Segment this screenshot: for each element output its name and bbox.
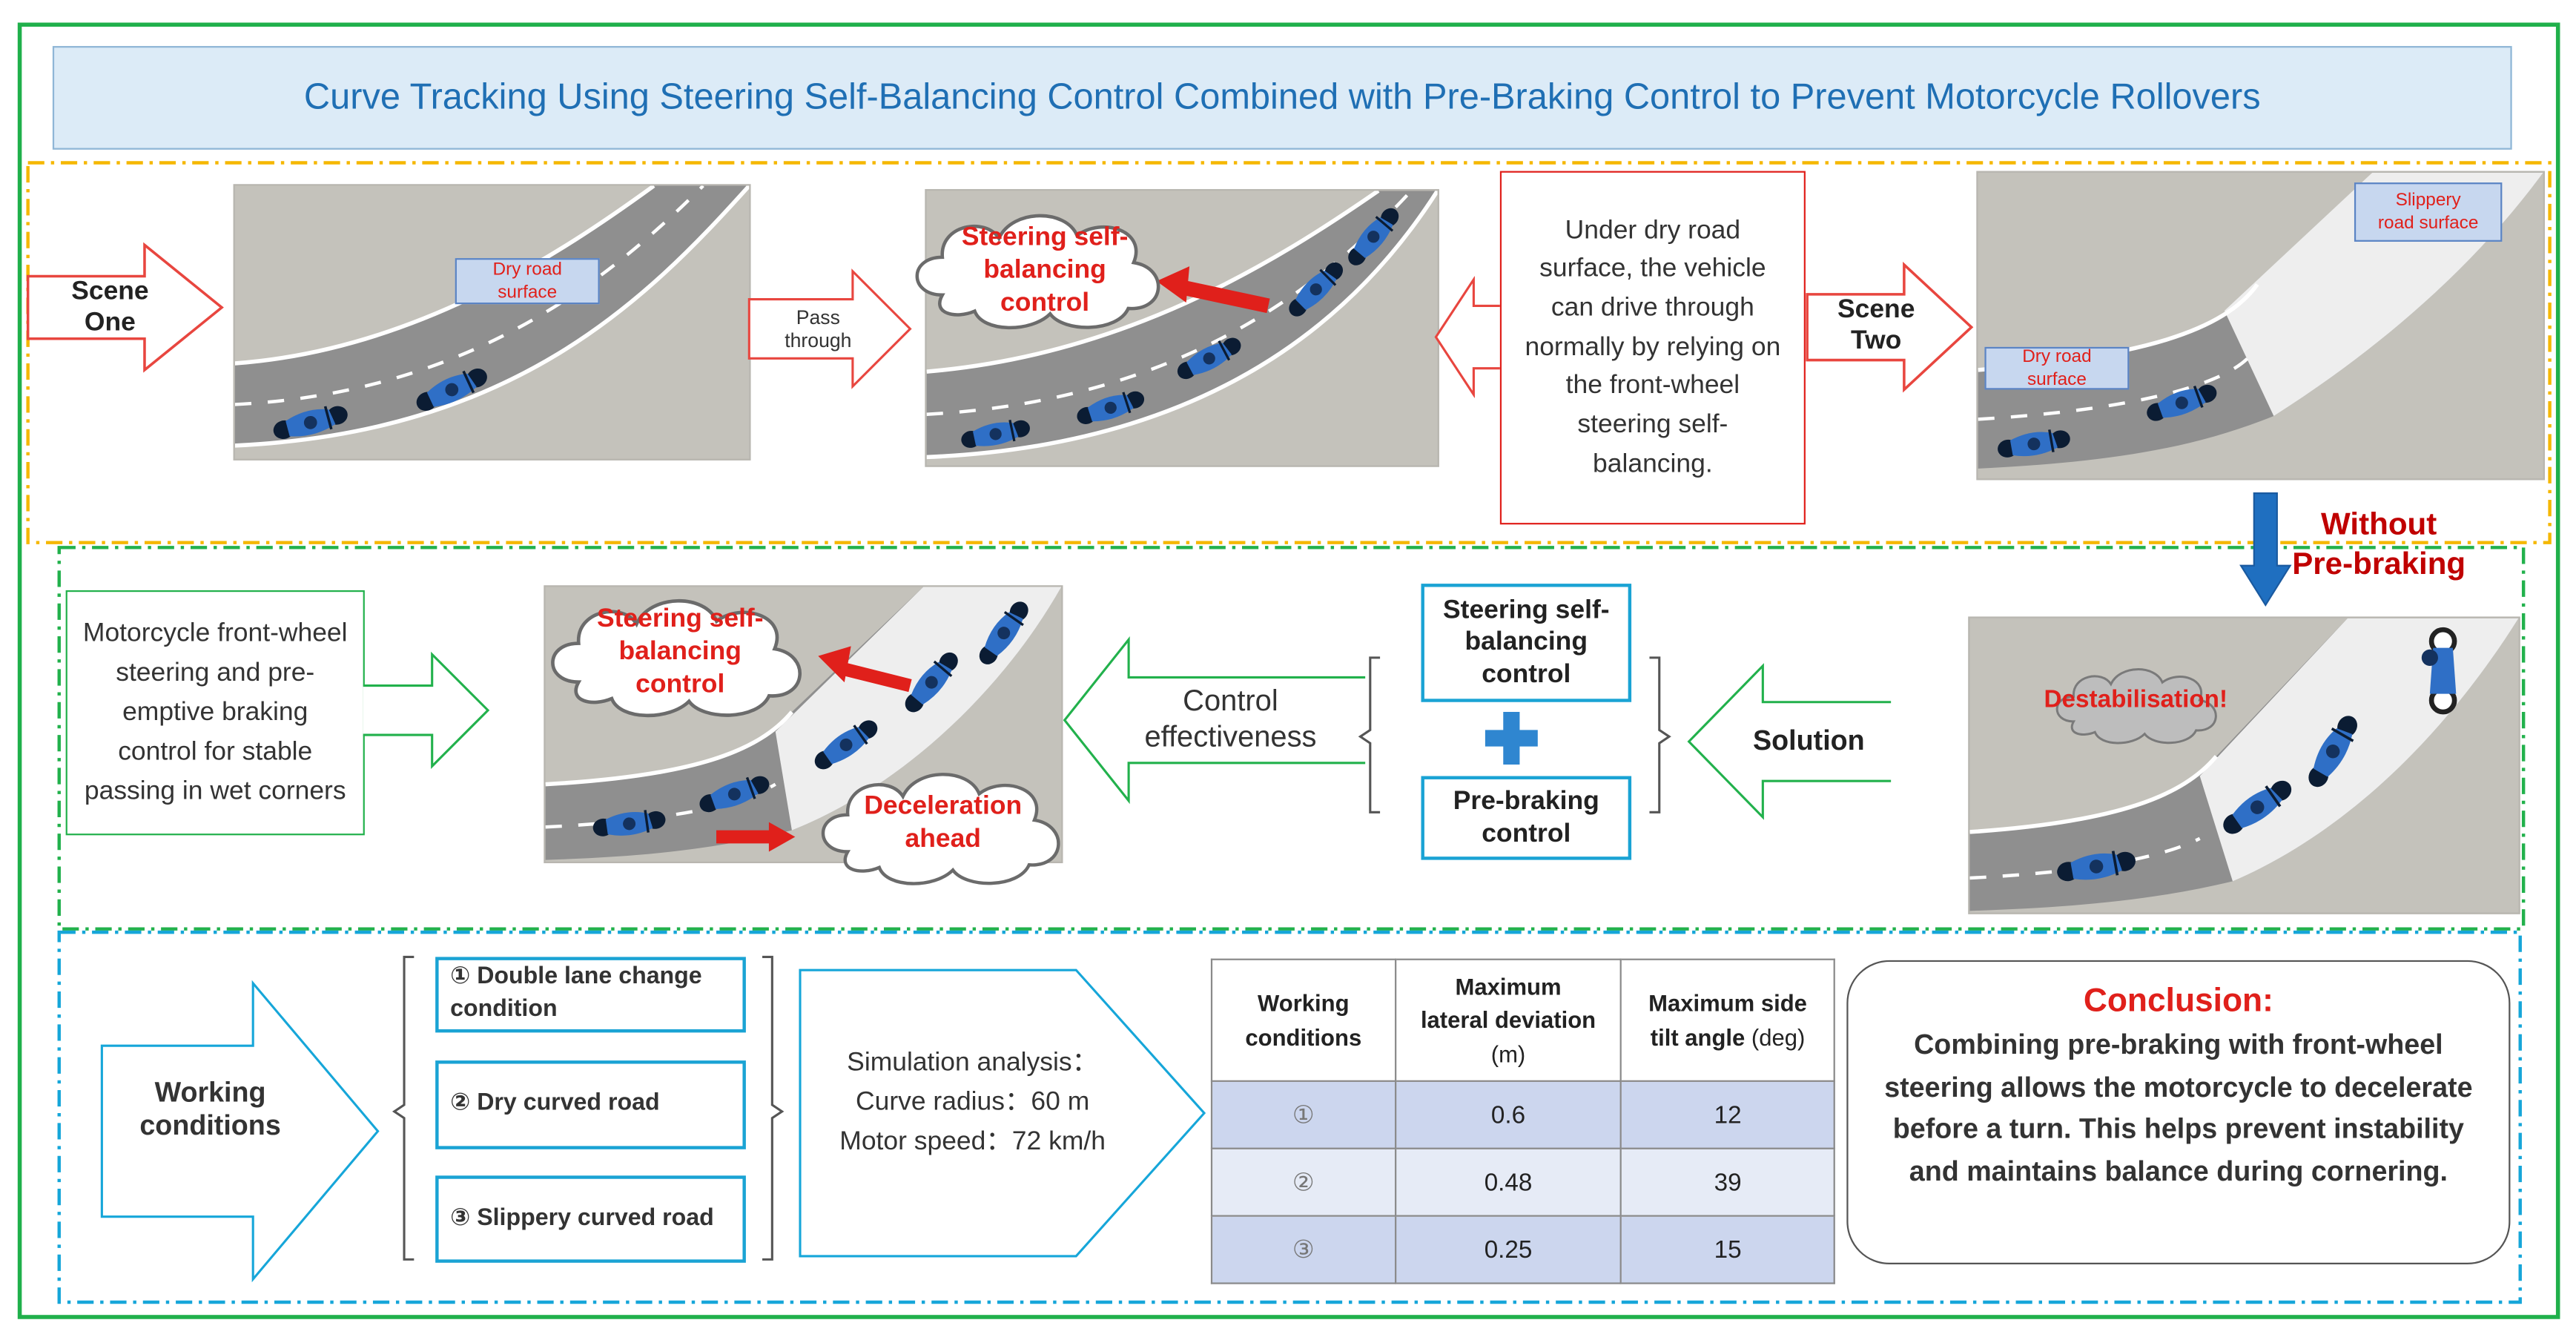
scene-two-label: Scene Two — [1837, 295, 1915, 355]
deceleration-cloud-label: Deceleration ahead — [864, 792, 1023, 854]
table-cell: ① — [1210, 1080, 1396, 1149]
dry-road-label-2: Dry road surface — [1984, 346, 2130, 390]
table-header: Maximum lateral deviation(m) — [1394, 958, 1622, 1082]
simulation-text: Simulation analysis： Curve radius：60 m M… — [808, 1044, 1137, 1163]
down-arrow — [2239, 492, 2292, 607]
plus-icon — [1484, 712, 1538, 765]
table-cell: 0.48 — [1394, 1147, 1622, 1217]
table-cell: 39 — [1620, 1147, 1835, 1217]
destabilisation-road-image — [1968, 616, 2520, 914]
simulation-speed: Motor speed：72 km/h — [839, 1127, 1106, 1156]
table-header: Maximum side tilt angle (deg) — [1620, 958, 1835, 1082]
simulation-radius: Curve radius：60 m — [856, 1088, 1090, 1117]
conditions-brackets — [392, 955, 785, 1261]
top-section-frame — [26, 161, 2552, 544]
condition-1-box: ① Double lane change condition — [435, 957, 746, 1033]
steering-control-label: Steering self- balancing control — [1442, 597, 1610, 689]
table-row: ② 0.48 39 — [1210, 1147, 1835, 1217]
summary-arrow — [363, 651, 490, 769]
outer-frame — [17, 22, 2560, 1319]
back-left-arrow — [1434, 276, 1512, 398]
control-effectiveness-arrow — [1063, 636, 1366, 805]
dry-road-label: Dry road surface — [455, 258, 600, 305]
table-cell: ③ — [1210, 1215, 1396, 1284]
middle-section-frame — [57, 546, 2526, 931]
scene-one-road-image: Dry road surface — [233, 184, 751, 461]
condition-2-label: ② Dry curved road — [450, 1090, 660, 1118]
pass-through-arrow — [747, 268, 912, 389]
bottom-section-frame — [57, 930, 2522, 1304]
control-effectiveness-label: Control effectiveness — [1144, 684, 1317, 753]
table-header: Working conditions — [1210, 958, 1396, 1082]
condition-2-box: ② Dry curved road — [435, 1060, 746, 1149]
conclusion-title: Conclusion: — [2083, 983, 2273, 1020]
table-cell: ② — [1210, 1147, 1396, 1217]
working-conditions-arrow — [100, 980, 380, 1283]
scene-two-road-image: Slippery road surface Dry road surface — [1976, 171, 2545, 481]
page-title: Curve Tracking Using Steering Self-Balan… — [303, 76, 2261, 118]
destabilisation-label: Destabilisation! — [2044, 684, 2228, 713]
condition-3-label: ③ Slippery curved road — [450, 1204, 714, 1232]
scene-one-label: Scene One — [71, 277, 149, 337]
table-cell: 0.6 — [1394, 1080, 1622, 1149]
prebraking-control-label: Pre-braking control — [1453, 788, 1599, 848]
pass-through-label: Pass through — [785, 305, 852, 352]
solution-label: Solution — [1753, 725, 1865, 756]
prebraking-control-box: Pre-braking control — [1421, 776, 1632, 860]
steering-cloud-label-2: Steering self- balancing control — [596, 604, 764, 699]
dry-road-explanation: Under dry road surface, the vehicle can … — [1525, 216, 1781, 478]
scene-two-arrow — [1806, 261, 1974, 393]
results-table: Working conditions Maximum lateral devia… — [1210, 958, 1835, 1284]
condition-1-label: ① Double lane change condition — [450, 964, 702, 1023]
conclusion-box: Conclusion: Combining pre-braking with f… — [1846, 960, 2511, 1265]
without-prebraking-label: Without Pre-braking — [2292, 508, 2466, 582]
condition-3-box: ③ Slippery curved road — [435, 1175, 746, 1263]
title-banner: Curve Tracking Using Steering Self-Balan… — [52, 46, 2512, 150]
table-cell: 15 — [1620, 1215, 1835, 1284]
simulation-shape — [799, 968, 1206, 1258]
steering-control-box: Steering self- balancing control — [1421, 584, 1632, 702]
simulation-heading: Simulation analysis： — [847, 1049, 1099, 1077]
table-row: ① 0.6 12 — [1210, 1080, 1835, 1149]
dry-road-explanation-box: Under dry road surface, the vehicle can … — [1499, 171, 1806, 525]
table-row: ③ 0.25 15 — [1210, 1215, 1835, 1284]
solution-arrow — [1687, 663, 1892, 820]
solution-brackets — [1358, 656, 1671, 813]
summary-box: Motorcycle front-wheel steering and pre-… — [65, 590, 365, 836]
table-cell: 12 — [1620, 1080, 1835, 1149]
table-cell: 0.25 — [1394, 1215, 1622, 1284]
conclusion-text: Combining pre-braking with front-wheel s… — [1884, 1029, 2473, 1186]
steering-cloud-label-1: Steering self- balancing control — [961, 223, 1129, 317]
scene-one-arrow — [26, 242, 224, 373]
working-conditions-label: Working conditions — [139, 1076, 281, 1141]
slippery-road-label: Slippery road surface — [2354, 182, 2503, 242]
summary-text: Motorcycle front-wheel steering and pre-… — [82, 618, 348, 805]
table-header-row: Working conditions Maximum lateral devia… — [1210, 958, 1835, 1082]
